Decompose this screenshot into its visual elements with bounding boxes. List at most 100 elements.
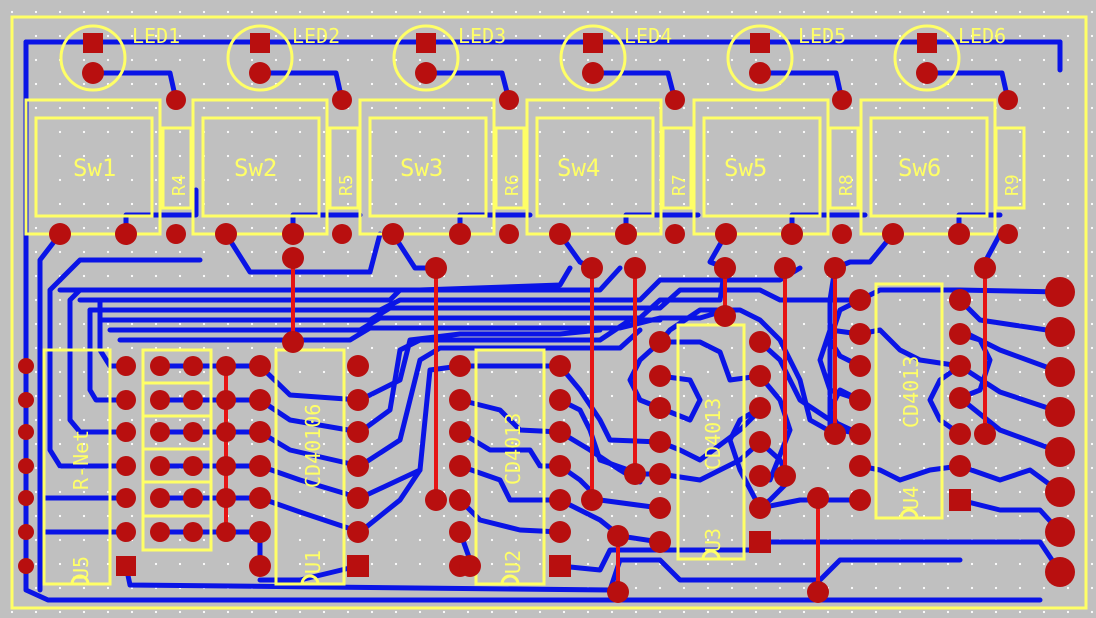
u1-pin — [347, 389, 369, 411]
u1-pin — [347, 355, 369, 377]
via-pad — [824, 423, 846, 445]
via-pad — [282, 247, 304, 269]
u4-pin — [949, 355, 971, 377]
u4-pin — [849, 289, 871, 311]
switch-pad — [549, 223, 571, 245]
resistor-labels: R4 R5 R6 R7 R8 R9 — [169, 174, 1023, 196]
via-pad — [974, 423, 996, 445]
pads — [18, 33, 1075, 603]
resistor-label-r4: R4 — [169, 174, 190, 196]
ic-labels: R-Net U5 CD40106 U1 CD4013 U2 CD4013 U3 … — [69, 356, 923, 580]
resistor-pad — [332, 224, 352, 244]
led-label-5: LED5 — [798, 24, 846, 48]
via-pad — [459, 555, 481, 577]
resistor-pad — [499, 224, 519, 244]
silkscreen — [24, 24, 1026, 586]
u3-pin — [649, 331, 671, 353]
u2-pin — [449, 489, 471, 511]
connector-pad — [1045, 277, 1075, 307]
u5-pin — [18, 558, 34, 574]
via-pad — [714, 305, 736, 327]
u1-pin — [249, 521, 271, 543]
switch-labels: Sw1 Sw2 Sw3 Sw4 Sw5 Sw6 — [73, 154, 941, 182]
rnet-pin — [116, 488, 136, 508]
u2-pin — [449, 521, 471, 543]
resnet-pad — [216, 488, 236, 508]
switch-label-2: Sw2 — [234, 154, 277, 182]
via-pad — [581, 257, 603, 279]
rnet-pin — [116, 522, 136, 542]
u3-pin — [649, 531, 671, 553]
via-pad — [974, 257, 996, 279]
u2-pin — [549, 521, 571, 543]
connector-pad — [1045, 477, 1075, 507]
resistor-pad — [166, 90, 186, 110]
led-pad-round — [582, 62, 604, 84]
u3-pin — [749, 465, 771, 487]
resistor-pad — [499, 90, 519, 110]
switch-pad — [215, 223, 237, 245]
u5-pin — [18, 458, 34, 474]
u1-pin — [249, 389, 271, 411]
u4-pin — [949, 289, 971, 311]
via-pad — [774, 257, 796, 279]
u2-pin — [449, 455, 471, 477]
resistor-pad — [166, 224, 186, 244]
led-label-2: LED2 — [292, 24, 340, 48]
rnet-pin — [116, 356, 136, 376]
connector-pad — [1045, 357, 1075, 387]
u5-pin — [18, 424, 34, 440]
u4-pin — [849, 423, 871, 445]
u2-pin — [549, 421, 571, 443]
switch-pad — [715, 223, 737, 245]
u2-part-label: CD4013 — [501, 413, 525, 485]
resnet-pad — [150, 522, 170, 542]
u3-label: U3 — [701, 528, 725, 552]
u2-pin — [449, 355, 471, 377]
u1-part-label: CD40106 — [301, 404, 325, 488]
switch-pad — [781, 223, 803, 245]
u2-label: U2 — [501, 550, 525, 574]
u1-pin — [249, 455, 271, 477]
led-pad-square — [83, 33, 103, 53]
via-pad — [607, 581, 629, 603]
u5-label: U5 — [69, 556, 93, 580]
resnet-pad — [150, 356, 170, 376]
led-pad-round — [749, 62, 771, 84]
resnet-pad — [183, 422, 203, 442]
u1-pin — [347, 421, 369, 443]
rnet-pin-square — [116, 556, 136, 576]
resnet-pad — [183, 488, 203, 508]
u3-pin — [749, 397, 771, 419]
resnet-pad — [216, 356, 236, 376]
led-pad-round — [916, 62, 938, 84]
switch-label-1: Sw1 — [73, 154, 116, 182]
u1-label: U1 — [301, 550, 325, 574]
u4-pin — [949, 423, 971, 445]
u1-pin — [249, 555, 271, 577]
connector-pad — [1045, 517, 1075, 547]
u2-pin — [449, 421, 471, 443]
switch-label-3: Sw3 — [400, 154, 443, 182]
u4-pin — [849, 355, 871, 377]
u1-pin-square — [347, 555, 369, 577]
resnet-pad — [216, 390, 236, 410]
u2-pin — [549, 455, 571, 477]
led-pad-round — [249, 62, 271, 84]
resistor-label-r6: R6 — [502, 174, 523, 196]
switch-pad — [282, 223, 304, 245]
u5-pin — [18, 358, 34, 374]
led-pad-round — [82, 62, 104, 84]
via-pad — [824, 257, 846, 279]
via-pad — [581, 489, 603, 511]
u5-pin — [18, 392, 34, 408]
via-pad — [774, 465, 796, 487]
led-pad-square — [416, 33, 436, 53]
u2-pin-square — [549, 555, 571, 577]
rnet-pin — [116, 390, 136, 410]
via-pad — [425, 257, 447, 279]
u4-pin — [949, 323, 971, 345]
led-pad-round — [415, 62, 437, 84]
resnet-pad — [183, 356, 203, 376]
u4-pin — [849, 455, 871, 477]
